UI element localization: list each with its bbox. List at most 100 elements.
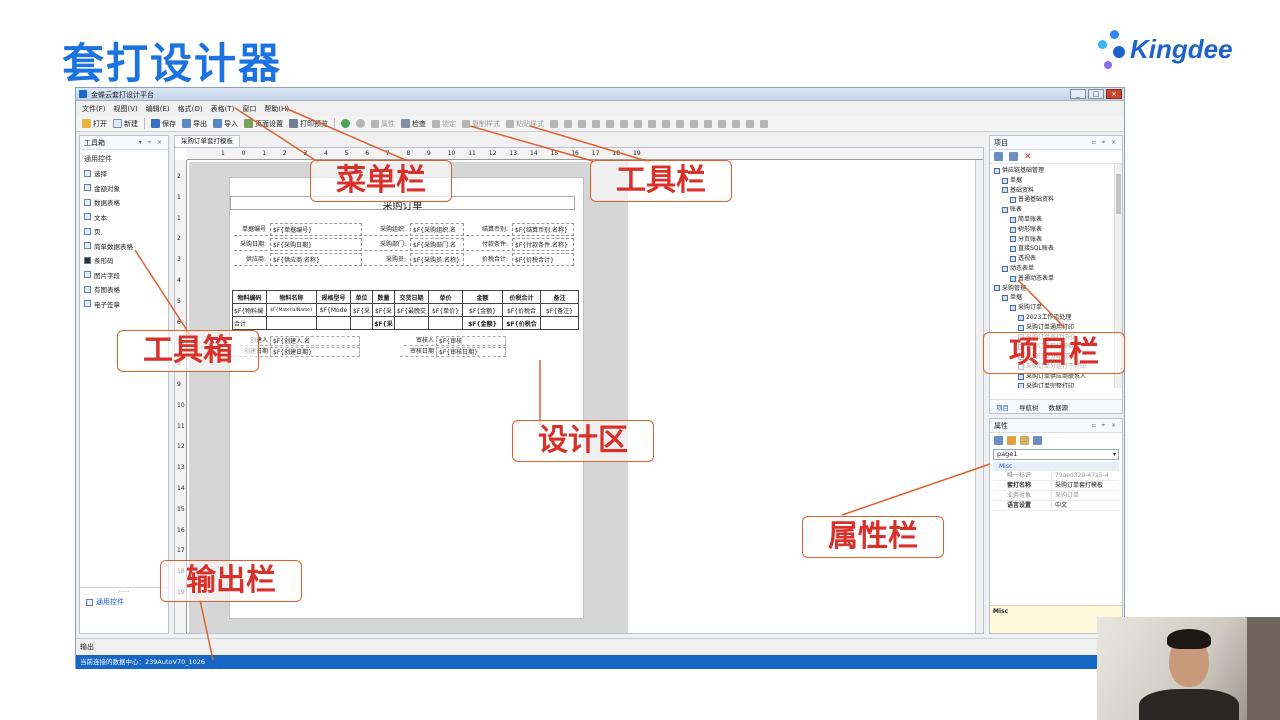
- tool-text[interactable]: 文本: [80, 210, 168, 225]
- header-label[interactable]: 供应商:: [234, 253, 268, 266]
- header-field[interactable]: $F{付款条件.名称}: [512, 238, 574, 251]
- v-spacing-icon[interactable]: [690, 119, 698, 128]
- header-label[interactable]: 采购组织:: [364, 223, 408, 236]
- tree-item[interactable]: 动态表单: [990, 264, 1122, 274]
- tool-data-table[interactable]: 数据表格: [80, 195, 168, 210]
- menu-window[interactable]: 窗口: [242, 104, 257, 113]
- total-cell[interactable]: $F{采: [372, 316, 395, 330]
- tree-item[interactable]: 分页账表: [990, 235, 1122, 245]
- tree-item[interactable]: 普通动态表单: [990, 274, 1122, 284]
- table-cell[interactable]: $F{MaterialName}: [266, 303, 317, 317]
- copy-style-button[interactable]: 复制样式: [462, 119, 500, 129]
- canvas-scrollbar[interactable]: [975, 160, 983, 633]
- column-header[interactable]: 备注: [540, 290, 579, 304]
- column-header[interactable]: 规格型号: [316, 290, 351, 304]
- column-header[interactable]: 交货日期: [394, 290, 429, 304]
- header-label[interactable]: 价税合计:: [466, 253, 510, 266]
- header-label[interactable]: 采购员:: [364, 253, 408, 266]
- same-height-icon[interactable]: [648, 119, 656, 128]
- categorized-icon[interactable]: [994, 435, 1003, 445]
- tab-datasource[interactable]: 数据源: [1048, 403, 1069, 412]
- splitter-grip[interactable]: ......: [118, 587, 130, 594]
- tool-amount[interactable]: 金额对象: [80, 181, 168, 196]
- tab-navigator[interactable]: 导航树: [1019, 403, 1039, 412]
- property-row[interactable]: 套打名称采购订单套打模板: [993, 481, 1119, 491]
- tool-image-field[interactable]: 图片字段: [80, 268, 168, 283]
- table-cell[interactable]: $F{Mode: [316, 303, 351, 317]
- table-cell[interactable]: [350, 316, 373, 330]
- header-label[interactable]: 采购日期:: [234, 238, 268, 251]
- same-width-icon[interactable]: [634, 119, 642, 128]
- undo-icon[interactable]: [356, 119, 365, 128]
- footer-field[interactable]: $F{创建人.名: [270, 336, 360, 346]
- paste-style-button[interactable]: 粘贴样式: [506, 119, 544, 129]
- import-button[interactable]: 导入: [213, 119, 238, 129]
- h-spacing-icon[interactable]: [676, 119, 684, 128]
- tree-item[interactable]: 采购订单: [990, 303, 1122, 313]
- header-field[interactable]: $F{单据编号}: [270, 223, 362, 236]
- total-label[interactable]: 合计: [232, 316, 267, 330]
- property-pages-icon[interactable]: [1020, 435, 1029, 445]
- align-top-icon[interactable]: [592, 119, 600, 128]
- header-field[interactable]: $F{价税合计}: [512, 253, 574, 266]
- tree-item[interactable]: 2023工作流处理: [990, 313, 1122, 323]
- column-header[interactable]: 物料名称: [266, 290, 317, 304]
- property-row[interactable]: 语言设置中文: [993, 501, 1119, 511]
- align-middle-icon[interactable]: [606, 119, 614, 128]
- table-cell[interactable]: [266, 316, 317, 330]
- maximize-button[interactable]: □: [1088, 89, 1104, 99]
- column-header[interactable]: 物料编码: [232, 290, 267, 304]
- tree-item[interactable]: 账表: [990, 205, 1122, 215]
- tree-item[interactable]: 透视表: [990, 254, 1122, 264]
- send-back-icon[interactable]: [718, 119, 726, 128]
- table-cell[interactable]: [428, 316, 463, 330]
- move-up-icon[interactable]: [732, 119, 740, 128]
- alphabetical-icon[interactable]: [1007, 435, 1016, 445]
- header-field[interactable]: $F{采购员.名称}: [410, 253, 464, 266]
- header-label[interactable]: 付款条件:: [466, 238, 510, 251]
- panel-pin-close-icon[interactable]: ▫ ⌖ ×: [1091, 421, 1118, 429]
- bring-front-icon[interactable]: [704, 119, 712, 128]
- events-icon[interactable]: [1033, 435, 1042, 445]
- column-header[interactable]: 价税合计: [502, 290, 541, 304]
- tree-scrollbar[interactable]: [1114, 164, 1122, 388]
- table-cell[interactable]: $F{物料编: [232, 303, 267, 317]
- tool-image-table[interactable]: 有图表格: [80, 282, 168, 297]
- header-field[interactable]: $F{结算币别.名称}: [512, 223, 574, 236]
- tab-project[interactable]: 项目: [996, 403, 1009, 412]
- footer-field[interactable]: $F{审核: [436, 336, 506, 346]
- tool-barcode[interactable]: 条形码: [80, 253, 168, 268]
- tool-page[interactable]: 页: [80, 224, 168, 239]
- check-button[interactable]: 检查: [401, 119, 426, 129]
- page-setup-button[interactable]: 页面设置: [244, 119, 283, 129]
- header-label[interactable]: 结算币别:: [466, 223, 510, 236]
- tree-item[interactable]: 普通基础资料: [990, 195, 1122, 205]
- delete-icon[interactable]: ✕: [1024, 151, 1032, 162]
- close-button[interactable]: ×: [1106, 89, 1122, 99]
- table-cell[interactable]: $F{最晚交: [394, 303, 429, 317]
- tool-e-signature[interactable]: 电子签章: [80, 297, 168, 312]
- detail-table[interactable]: 物料编码 物料名称 规格型号 单位 数量 交货日期 单价 金额 价税合计 备注 …: [232, 290, 579, 330]
- align-center-icon[interactable]: [564, 119, 572, 128]
- menu-view[interactable]: 视图(V): [113, 104, 138, 113]
- tree-scroll-thumb[interactable]: [1116, 174, 1121, 214]
- align-right-icon[interactable]: [578, 119, 586, 128]
- column-header[interactable]: 金额: [462, 290, 503, 304]
- menu-format[interactable]: 格式(O): [177, 104, 203, 113]
- open-button[interactable]: 打开: [82, 119, 107, 129]
- output-panel[interactable]: 输出: [76, 638, 1124, 655]
- copy-icon[interactable]: [1009, 152, 1018, 161]
- lock-button[interactable]: 锁定: [432, 119, 456, 129]
- panel-pin-close-icon[interactable]: ▫ ⌖ ×: [1091, 138, 1118, 146]
- tree-item[interactable]: 采购管理: [990, 284, 1122, 294]
- table-cell[interactable]: $F{价税合: [502, 303, 541, 317]
- column-header[interactable]: 单位: [350, 290, 373, 304]
- add-icon[interactable]: [994, 152, 1003, 161]
- footer-label[interactable]: 审核日期: [400, 347, 434, 357]
- panel-pin-close-icon[interactable]: ▾ ⌖ ×: [138, 138, 164, 146]
- move-down-icon[interactable]: [746, 119, 754, 128]
- menu-edit[interactable]: 编辑(E): [145, 104, 170, 113]
- tree-item[interactable]: 简单账表: [990, 215, 1122, 225]
- table-cell[interactable]: $F{单价}: [428, 303, 463, 317]
